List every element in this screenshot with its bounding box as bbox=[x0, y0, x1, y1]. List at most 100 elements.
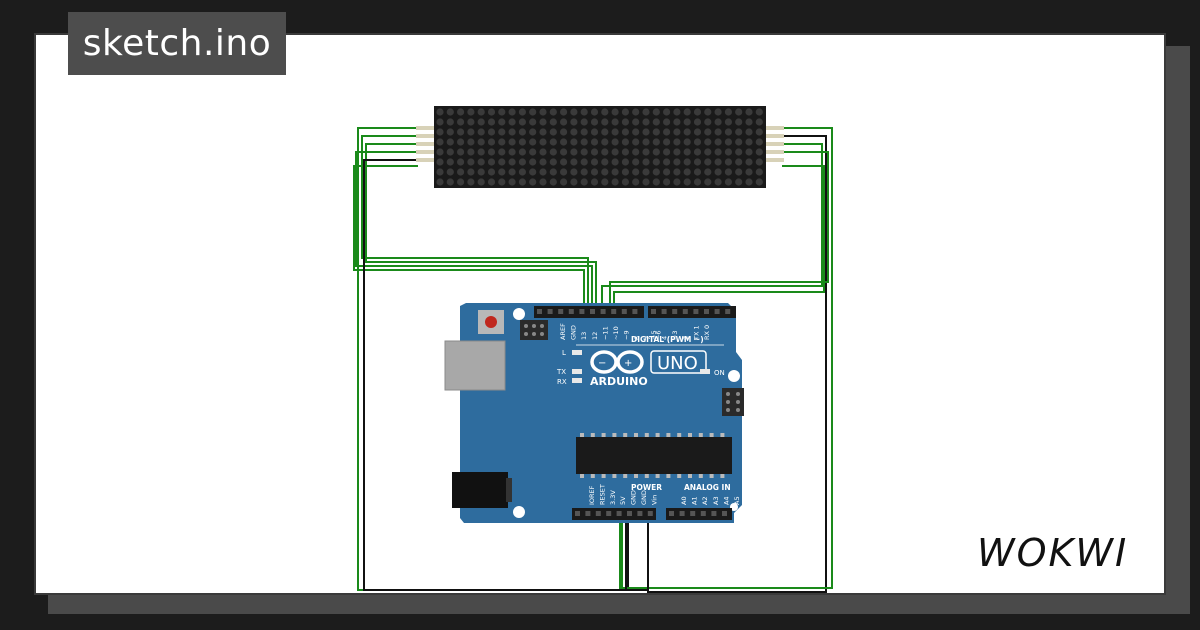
matrix-led bbox=[539, 178, 547, 186]
header-pin[interactable] bbox=[600, 309, 606, 314]
header-pin[interactable] bbox=[595, 511, 601, 516]
wire-black[interactable] bbox=[625, 515, 649, 591]
board-model: UNO bbox=[657, 353, 698, 374]
board-brand: ARDUINO bbox=[590, 375, 648, 388]
matrix-led bbox=[724, 138, 733, 146]
wire-green[interactable] bbox=[361, 135, 589, 310]
icsp-header bbox=[520, 320, 548, 340]
header-pin[interactable] bbox=[632, 309, 638, 314]
matrix-led bbox=[683, 118, 691, 126]
pin-label: A1 bbox=[691, 496, 699, 505]
header-pin[interactable] bbox=[693, 309, 699, 314]
chip-leg bbox=[688, 433, 692, 437]
file-tab[interactable]: sketch.ino bbox=[68, 12, 286, 75]
matrix-led bbox=[632, 168, 640, 176]
header-pin[interactable] bbox=[711, 511, 717, 516]
matrix-led bbox=[529, 168, 537, 176]
pin-label: ~5 bbox=[650, 330, 658, 340]
header-pin[interactable] bbox=[661, 309, 667, 314]
header-pin[interactable] bbox=[647, 511, 653, 516]
header-pin[interactable] bbox=[575, 511, 580, 516]
wire-green[interactable] bbox=[353, 165, 585, 310]
wire-green[interactable] bbox=[619, 127, 833, 589]
matrix-led bbox=[652, 168, 660, 176]
header-pin[interactable] bbox=[585, 511, 591, 516]
matrix-led bbox=[673, 128, 681, 136]
matrix-led bbox=[498, 178, 506, 186]
header-pin[interactable] bbox=[616, 511, 622, 516]
header-pin[interactable] bbox=[722, 511, 727, 516]
matrix-led bbox=[549, 148, 557, 156]
matrix-led bbox=[590, 108, 599, 116]
led-matrix[interactable] bbox=[416, 106, 784, 188]
header-pin[interactable] bbox=[590, 309, 595, 314]
pin-label: 8 bbox=[633, 336, 641, 340]
wire-green[interactable] bbox=[601, 143, 823, 310]
reset-button-cap[interactable] bbox=[485, 316, 497, 328]
matrix-led bbox=[642, 128, 650, 136]
header-pin[interactable] bbox=[669, 511, 674, 516]
wires[interactable] bbox=[353, 127, 833, 593]
matrix-led bbox=[704, 128, 712, 136]
microcontroller-chip bbox=[576, 437, 732, 474]
header-pin[interactable] bbox=[547, 309, 553, 314]
pin-label: IOREF bbox=[588, 485, 596, 505]
header-pin[interactable] bbox=[627, 511, 632, 516]
matrix-led bbox=[755, 168, 763, 176]
chip-leg bbox=[612, 474, 617, 478]
matrix-led bbox=[693, 158, 702, 166]
pin-label: ~10 bbox=[612, 326, 620, 340]
matrix-led bbox=[745, 128, 753, 136]
header-pin[interactable] bbox=[611, 309, 617, 314]
matrix-led bbox=[704, 138, 712, 146]
header-pin[interactable] bbox=[700, 511, 706, 516]
matrix-led bbox=[498, 138, 506, 146]
header-pin[interactable] bbox=[537, 309, 542, 314]
header-pin[interactable] bbox=[725, 309, 731, 314]
chip-leg bbox=[590, 474, 595, 478]
power-jack[interactable] bbox=[452, 472, 508, 508]
matrix-led bbox=[518, 118, 527, 126]
header-pin[interactable] bbox=[637, 511, 643, 516]
matrix-led bbox=[508, 178, 516, 186]
wire-black[interactable] bbox=[363, 159, 629, 591]
arduino-uno-board[interactable]: − + ARDUINO UNO L TX RX ON DIGITAL (PWM … bbox=[444, 303, 744, 523]
chip-leg bbox=[666, 433, 671, 437]
header-pin[interactable] bbox=[606, 511, 612, 516]
matrix-led bbox=[467, 178, 475, 186]
header-pin[interactable] bbox=[651, 309, 656, 314]
header-pin[interactable] bbox=[682, 309, 688, 314]
header-pin[interactable] bbox=[621, 309, 627, 314]
usb-port[interactable] bbox=[444, 340, 506, 391]
header-pin[interactable] bbox=[704, 309, 709, 314]
matrix-led bbox=[508, 168, 516, 176]
matrix-led bbox=[704, 168, 712, 176]
wire-green[interactable] bbox=[613, 165, 825, 310]
header-pin[interactable] bbox=[579, 309, 585, 314]
matrix-led bbox=[735, 168, 743, 176]
matrix-led bbox=[518, 168, 527, 176]
header-pin[interactable] bbox=[714, 309, 720, 314]
wire-green[interactable] bbox=[365, 143, 597, 310]
matrix-led bbox=[590, 128, 599, 136]
led-matrix-body[interactable] bbox=[434, 106, 766, 188]
matrix-led bbox=[714, 118, 722, 126]
matrix-led bbox=[611, 138, 619, 146]
chip-leg bbox=[709, 474, 714, 478]
label-l: L bbox=[562, 349, 566, 357]
pin-label: RESET bbox=[598, 484, 606, 505]
header-pin[interactable] bbox=[679, 511, 685, 516]
wire-green[interactable] bbox=[355, 151, 593, 310]
header-pin[interactable] bbox=[690, 511, 696, 516]
matrix-led bbox=[693, 118, 702, 126]
matrix-led bbox=[683, 168, 691, 176]
header-pin[interactable] bbox=[558, 309, 564, 314]
header-pin[interactable] bbox=[672, 309, 678, 314]
header-pin[interactable] bbox=[568, 309, 574, 314]
wire-green[interactable] bbox=[609, 151, 829, 310]
matrix-led bbox=[518, 148, 527, 156]
matrix-led bbox=[498, 158, 506, 166]
wire-green[interactable] bbox=[357, 127, 623, 591]
